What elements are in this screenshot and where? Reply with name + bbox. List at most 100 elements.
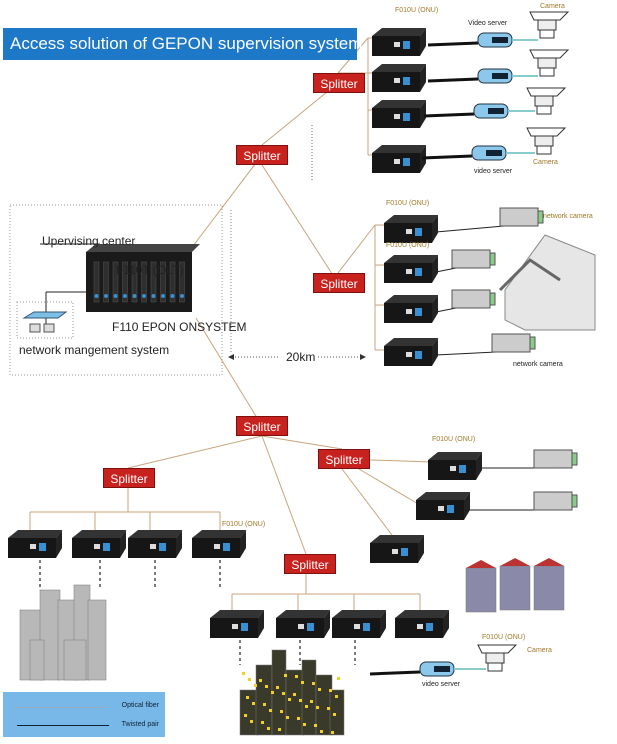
supervising-center-label: Upervising center bbox=[42, 234, 136, 248]
camera-body bbox=[485, 652, 505, 664]
optical-fiber-line bbox=[189, 154, 263, 251]
nms-label: network mangement system bbox=[19, 343, 170, 357]
onu-device bbox=[384, 295, 438, 323]
night-building bbox=[285, 669, 305, 736]
office-building bbox=[63, 639, 87, 681]
lit-window bbox=[276, 686, 279, 689]
onu-part bbox=[241, 623, 248, 631]
building-roof bbox=[534, 558, 564, 566]
onu-part bbox=[159, 543, 166, 551]
lit-window bbox=[244, 714, 247, 717]
onu-part bbox=[459, 465, 466, 473]
onu-part bbox=[372, 145, 426, 153]
onu-part bbox=[380, 610, 386, 638]
video-server-port bbox=[488, 108, 504, 114]
onu-part bbox=[384, 295, 438, 303]
optical-fiber-line bbox=[195, 317, 263, 427]
diagram-title: Access solution of GEPON supervision sys… bbox=[3, 28, 362, 60]
onu-part bbox=[384, 215, 438, 223]
optical-fiber-line bbox=[261, 435, 343, 450]
onu-part bbox=[384, 338, 438, 346]
lit-window bbox=[248, 678, 251, 681]
video-server-port bbox=[434, 666, 450, 672]
camera-mount bbox=[539, 67, 555, 77]
camera-hood bbox=[477, 644, 518, 654]
twisted-pair-line bbox=[369, 670, 421, 676]
onu-part bbox=[417, 624, 423, 629]
onu-part bbox=[415, 268, 422, 276]
onu-device bbox=[384, 255, 438, 283]
building-roof bbox=[466, 560, 496, 568]
onu-part bbox=[420, 64, 426, 92]
onu-part bbox=[406, 269, 412, 274]
onu-part bbox=[210, 610, 264, 618]
onu-part bbox=[415, 351, 422, 359]
onu-device bbox=[192, 530, 246, 558]
lit-window bbox=[280, 710, 283, 713]
legend: Optical fiber Twisted pair bbox=[3, 692, 165, 737]
lit-window bbox=[333, 713, 336, 716]
onu-part bbox=[406, 229, 412, 234]
lit-window bbox=[263, 703, 266, 706]
camera-body bbox=[534, 95, 554, 107]
onu-part bbox=[406, 309, 412, 314]
splitter-middle-right: Splitter bbox=[313, 273, 365, 293]
onu-part bbox=[394, 159, 400, 164]
onu-part bbox=[372, 100, 426, 108]
lit-window bbox=[293, 693, 296, 696]
onu-part bbox=[370, 535, 424, 543]
onu-part bbox=[418, 535, 424, 563]
lit-window bbox=[297, 717, 300, 720]
olt-port bbox=[180, 294, 184, 298]
onu-part bbox=[120, 530, 126, 558]
onu-part bbox=[214, 544, 220, 549]
onu-part bbox=[403, 41, 410, 49]
onu-part bbox=[403, 77, 410, 85]
onu-part bbox=[420, 100, 426, 128]
night-building bbox=[255, 664, 273, 736]
network-camera-lens bbox=[489, 292, 496, 306]
olt-card bbox=[131, 261, 138, 303]
lit-window bbox=[259, 679, 262, 682]
camera-body bbox=[534, 135, 554, 147]
house-roof bbox=[498, 258, 561, 292]
lit-window bbox=[327, 707, 330, 710]
olt-card bbox=[179, 261, 185, 303]
onu-part bbox=[447, 505, 454, 513]
onu-device bbox=[384, 338, 438, 366]
twisted-pair-line bbox=[427, 77, 479, 83]
olt-card bbox=[150, 261, 157, 303]
twisted-pair-line bbox=[435, 307, 457, 313]
onu-device bbox=[384, 215, 438, 243]
lit-window bbox=[305, 705, 308, 708]
network-camera-lens bbox=[529, 336, 536, 350]
optical-fiber-line bbox=[337, 224, 376, 274]
arrow-left-icon bbox=[228, 354, 234, 360]
computer-icon bbox=[43, 323, 55, 333]
olt-port bbox=[104, 294, 108, 298]
onu-device bbox=[372, 145, 426, 173]
lit-window bbox=[286, 716, 289, 719]
supervising-center-box bbox=[9, 204, 223, 376]
apartment-building bbox=[465, 567, 497, 613]
splitter-top: Splitter bbox=[236, 145, 288, 165]
camera-label: Camera bbox=[527, 647, 552, 654]
network-camera-lens bbox=[571, 494, 578, 508]
optical-fiber-line bbox=[261, 164, 339, 284]
lit-window bbox=[252, 702, 255, 705]
onu-label: F010U (ONU) bbox=[386, 200, 430, 207]
olt-port bbox=[132, 294, 137, 298]
onu-part bbox=[450, 466, 456, 471]
onu-device bbox=[210, 610, 264, 638]
splitter-bottom-right: Splitter bbox=[318, 449, 370, 469]
onu-part bbox=[394, 78, 400, 83]
splitter-bottom-left: Splitter bbox=[103, 468, 155, 488]
olt-card bbox=[93, 261, 100, 303]
camera-hood bbox=[526, 87, 567, 97]
onu-part bbox=[232, 624, 238, 629]
camera-body bbox=[537, 57, 557, 69]
network-camera bbox=[451, 249, 491, 269]
lit-window bbox=[335, 695, 338, 698]
network-camera bbox=[491, 333, 531, 353]
